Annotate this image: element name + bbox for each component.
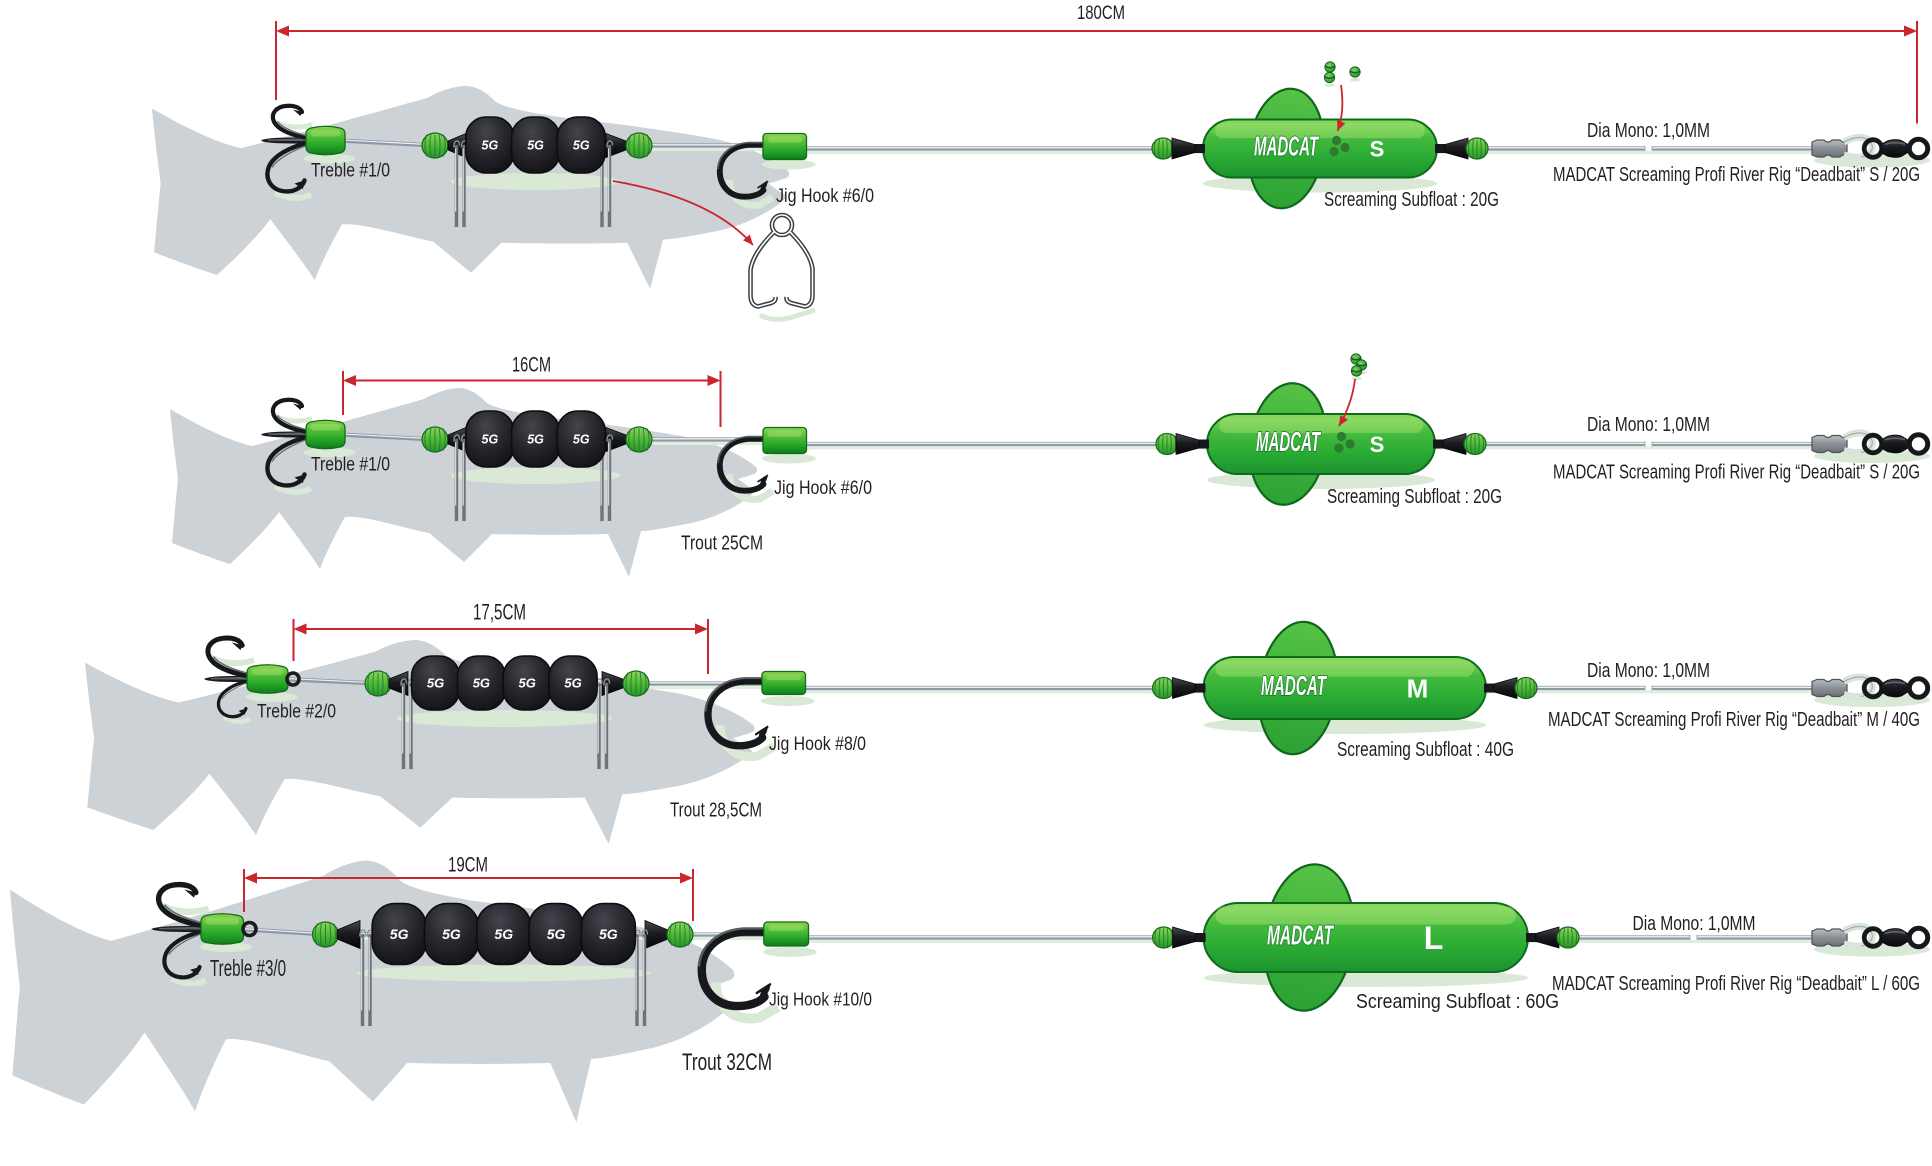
svg-text:Treble #1/0: Treble #1/0 (311, 455, 390, 476)
svg-text:MADCAT Screaming Profi River R: MADCAT Screaming Profi River Rig “Deadba… (1553, 462, 1920, 484)
svg-text:MADCAT: MADCAT (1256, 426, 1322, 457)
svg-text:5G: 5G (547, 926, 566, 942)
svg-text:Jig Hook #8/0: Jig Hook #8/0 (769, 733, 866, 755)
svg-text:MADCAT Screaming Profi River R: MADCAT Screaming Profi River Rig “Deadba… (1552, 973, 1920, 995)
svg-text:5G: 5G (442, 926, 461, 942)
svg-text:Treble #1/0: Treble #1/0 (311, 161, 390, 182)
svg-text:MADCAT: MADCAT (1254, 131, 1320, 162)
svg-text:L: L (1424, 920, 1444, 956)
svg-text:5G: 5G (390, 926, 409, 942)
svg-text:5G: 5G (482, 433, 499, 447)
svg-text:S: S (1370, 136, 1385, 161)
svg-text:MADCAT: MADCAT (1261, 670, 1328, 701)
svg-text:Screaming Subfloat : 60G: Screaming Subfloat : 60G (1356, 990, 1559, 1013)
svg-text:Screaming Subfloat : 20G: Screaming Subfloat : 20G (1327, 485, 1502, 508)
svg-text:Dia Mono: 1,0MM: Dia Mono: 1,0MM (1633, 913, 1756, 935)
svg-text:5G: 5G (473, 676, 490, 691)
svg-text:M: M (1407, 673, 1429, 703)
svg-text:Jig Hook #6/0: Jig Hook #6/0 (776, 186, 874, 207)
svg-text:Jig Hook #6/0: Jig Hook #6/0 (774, 478, 872, 499)
svg-text:5G: 5G (494, 926, 513, 942)
svg-text:180CM: 180CM (1077, 3, 1125, 24)
svg-text:5G: 5G (527, 139, 544, 153)
svg-text:Screaming Subfloat : 40G: Screaming Subfloat : 40G (1337, 738, 1514, 761)
svg-text:16CM: 16CM (512, 354, 551, 377)
svg-text:MADCAT: MADCAT (1267, 920, 1335, 951)
svg-text:17,5CM: 17,5CM (473, 600, 526, 625)
svg-text:Dia Mono: 1,0MM: Dia Mono: 1,0MM (1587, 120, 1710, 142)
svg-text:MADCAT Screaming Profi River R: MADCAT Screaming Profi River Rig “Deadba… (1548, 709, 1920, 731)
svg-text:Treble #3/0: Treble #3/0 (210, 955, 286, 981)
svg-text:Jig Hook #10/0: Jig Hook #10/0 (769, 989, 872, 1010)
svg-text:5G: 5G (519, 676, 536, 691)
svg-text:Treble #2/0: Treble #2/0 (257, 702, 336, 723)
svg-text:19CM: 19CM (448, 853, 488, 877)
svg-text:Dia Mono: 1,0MM: Dia Mono: 1,0MM (1587, 660, 1710, 682)
svg-text:Trout 32CM: Trout 32CM (682, 1049, 772, 1076)
svg-text:Trout 25CM: Trout 25CM (681, 533, 763, 555)
svg-text:5G: 5G (599, 926, 618, 942)
svg-text:5G: 5G (427, 676, 444, 691)
svg-text:Dia Mono: 1,0MM: Dia Mono: 1,0MM (1587, 414, 1710, 436)
svg-text:5G: 5G (573, 139, 590, 153)
svg-text:MADCAT Screaming Profi River R: MADCAT Screaming Profi River Rig “Deadba… (1553, 164, 1920, 186)
svg-text:Screaming Subfloat : 20G: Screaming Subfloat : 20G (1324, 188, 1499, 211)
svg-text:5G: 5G (564, 676, 581, 691)
svg-text:5G: 5G (482, 139, 499, 153)
svg-text:5G: 5G (527, 433, 544, 447)
svg-text:Trout 28,5CM: Trout 28,5CM (670, 799, 762, 822)
svg-text:5G: 5G (573, 433, 590, 447)
svg-text:S: S (1370, 432, 1385, 457)
